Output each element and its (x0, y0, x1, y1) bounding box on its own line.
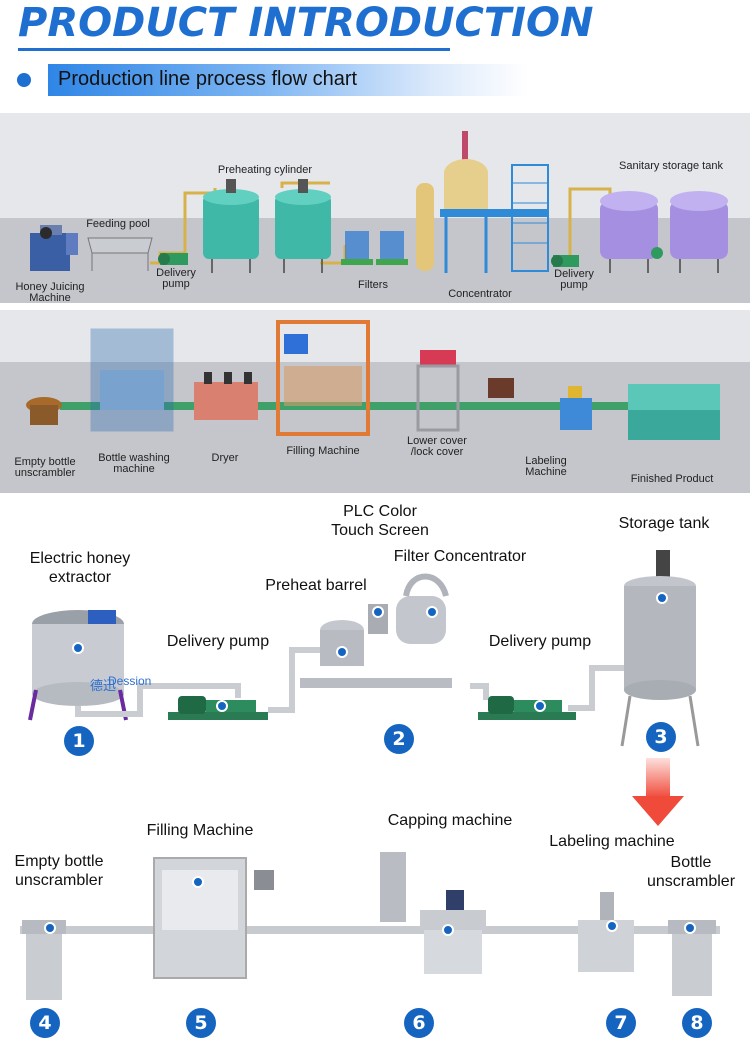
labeling-machine-icon (560, 386, 592, 430)
step-badge-8: 8 (682, 1008, 712, 1038)
filling-machine-icon (153, 857, 274, 979)
label-honey-juicing-machine: Honey Juicing Machine (15, 281, 85, 304)
stage-two-conveyor (20, 926, 720, 934)
bottle-unscrambler-icon (668, 920, 716, 996)
page-title: PRODUCT INTRODUCTION (18, 0, 594, 46)
step-badge-7: 7 (606, 1008, 636, 1038)
middle-line-illustration (26, 320, 720, 440)
stage-two-illustration (20, 852, 720, 1000)
section-subtitle: Production line process flow chart (58, 68, 358, 90)
empty-bottle-unscrambler-icon (26, 397, 62, 425)
feeding-pool-icon (87, 237, 153, 271)
stage-one-illustration (28, 550, 700, 747)
sanitary-storage-tank-icon (600, 191, 728, 273)
filling-machine-icon (276, 320, 370, 436)
step-badge-3: 3 (646, 722, 676, 752)
labeling-machine-icon (578, 892, 634, 972)
label-filters: Filters (358, 279, 388, 291)
step-badge-5: 5 (186, 1008, 216, 1038)
step-badge-2: 2 (384, 724, 414, 754)
brand-cn-label: 德迅 (90, 678, 117, 693)
label-sanitary-storage-tank: Sanitary storage tank (619, 160, 723, 172)
empty-bottle-unscrambler-icon (22, 920, 66, 1000)
delivery-pump-icon (551, 255, 579, 267)
preheating-cylinder-icon (203, 179, 331, 273)
honey-juicing-machine-icon (30, 225, 78, 271)
label-bottle-washing-machine: Bottle washing machine (98, 452, 170, 475)
label-finished-product: Finished Product (630, 473, 714, 485)
lower-cover-lock-cover-icon (416, 350, 460, 432)
label-feeding-pool: Feeding pool (86, 218, 150, 230)
dryer-icon (194, 372, 258, 420)
flow-down-arrow-icon (632, 758, 684, 826)
label-concentrator: Concentrator (448, 288, 512, 300)
step-badge-4: 4 (30, 1008, 60, 1038)
label-delivery-pump: Delivery pump (166, 633, 270, 650)
brand-label: Dession (108, 674, 152, 688)
label-empty-bottle-unscrambler: Empty bottle unscrambler (14, 456, 76, 479)
label-storage-tank: Storage tank (618, 515, 710, 532)
delivery-pump-icon (168, 696, 268, 720)
step-badge-1: 1 (64, 726, 94, 756)
concentrator-icon (416, 131, 549, 273)
conveyor-belt (60, 402, 720, 410)
step-badge-6: 6 (404, 1008, 434, 1038)
label-delivery-pump-2: Delivery pump (488, 633, 592, 650)
label-bottle-unscrambler: Bottle unscrambler (646, 854, 736, 890)
storage-tank-icon (620, 550, 700, 747)
filter-concentrator-icon (300, 573, 452, 688)
label-lower-cover: Lower cover /lock cover (407, 435, 467, 458)
electric-honey-extractor-icon (28, 610, 128, 721)
label-filling-machine-2: Filling Machine (146, 822, 254, 839)
bullet-dot-icon (17, 73, 31, 87)
label-filter-concentrator: Filter Concentrator (393, 548, 527, 565)
label-preheat-barrel: Preheat barrel (265, 577, 367, 594)
filters-icon (341, 231, 408, 265)
label-preheating-cylinder: Preheating cylinder (217, 164, 313, 176)
capping-machine-icon (380, 852, 486, 974)
finished-product-table-icon (628, 384, 720, 440)
delivery-pump-icon (158, 253, 188, 265)
bottle-washing-machine-icon (90, 328, 174, 432)
label-empty-bottle-unscrambler-2: Empty bottle unscrambler (14, 853, 104, 889)
label-electric-honey-extractor: Electric honey extractor (29, 550, 131, 586)
delivery-pump-icon (478, 696, 576, 720)
label-capping-machine: Capping machine (387, 812, 513, 829)
label-filling-machine: Filling Machine (286, 445, 360, 457)
label-labeling-machine: Labeling Machine (525, 455, 567, 478)
label-delivery-pump: Delivery pump (156, 267, 196, 290)
label-plc-touch-screen: PLC Color Touch Screen (331, 503, 429, 539)
label-dryer: Dryer (211, 452, 239, 464)
label-delivery-pump-2: Delivery pump (554, 268, 594, 291)
label-labeling-machine-2: Labeling machine (549, 833, 675, 850)
subtitle-bar (48, 64, 528, 96)
upper-line-illustration (30, 131, 728, 273)
title-underline (18, 48, 450, 51)
